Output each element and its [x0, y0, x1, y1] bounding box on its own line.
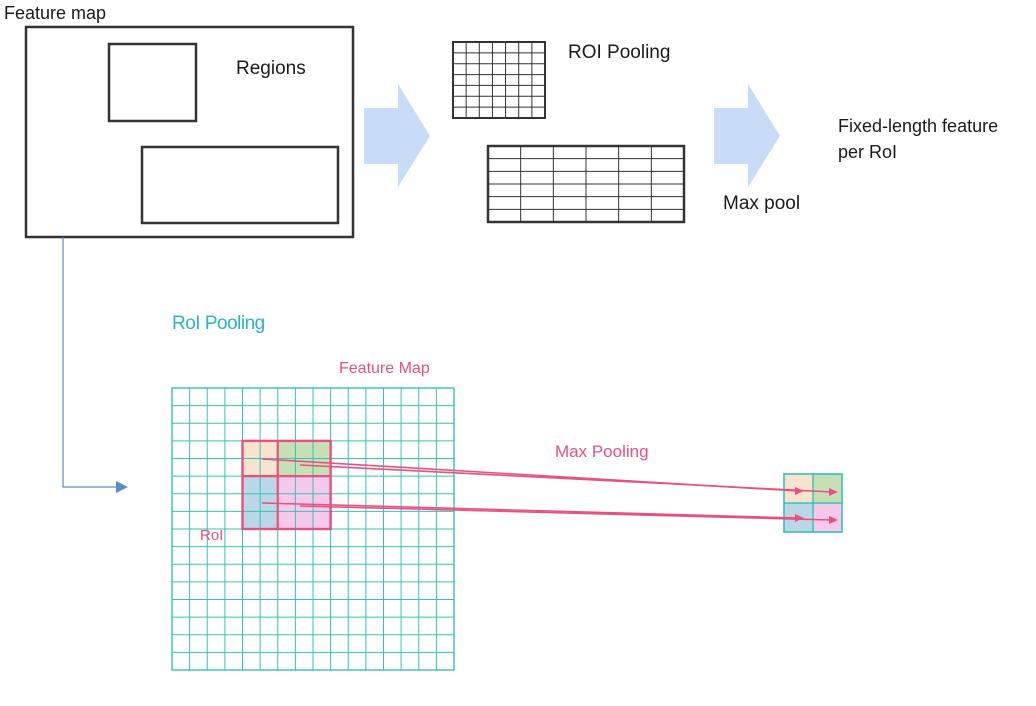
grid-border	[486, 144, 686, 224]
regions-label: Regions	[236, 58, 306, 79]
max-pool-label: Max pool	[723, 193, 801, 214]
region-box-small	[107, 42, 198, 123]
output-grid	[783, 473, 843, 533]
grid-border	[171, 387, 455, 671]
big-arrow-1	[364, 84, 430, 187]
fixed-length-feature-label: Fixed-length feature per RoI	[838, 113, 1036, 165]
output-cell-bottom-right	[813, 503, 842, 532]
roi-label: RoI	[200, 527, 224, 544]
region-box-wide	[140, 145, 340, 225]
fixed-length-line2: per RoI	[838, 142, 898, 162]
max-pooling-label: Max Pooling	[555, 442, 649, 461]
grid-border	[783, 473, 843, 533]
pool-arrowhead-3	[795, 514, 804, 522]
roi-cell-bottom-right	[277, 476, 331, 529]
fixed-length-line1: Fixed-length feature	[838, 116, 999, 136]
pool-arrow-3	[261, 502, 799, 519]
output-cell-top-left	[784, 474, 813, 503]
connector-arrowhead	[116, 481, 128, 493]
grid-border	[452, 41, 546, 119]
feature-map-pink-label: Feature Map	[339, 360, 430, 377]
output-cell-top-right	[813, 474, 842, 503]
feature-map-label: Feature map	[4, 3, 107, 23]
roi-colored-cells	[242, 440, 331, 529]
roi-pooling-grid-wide	[486, 144, 686, 224]
pool-arrowhead-2	[829, 488, 838, 496]
roi-pooling-label: ROI Pooling	[568, 42, 671, 63]
pool-arrowhead-4	[829, 516, 838, 524]
output-colored-cells	[784, 474, 842, 532]
big-arrow-2	[714, 84, 780, 187]
pool-arrowhead-1	[795, 487, 804, 495]
feature-map-box	[24, 25, 355, 239]
pool-arrow-4	[299, 505, 833, 521]
roi-outline	[241, 439, 332, 531]
max-pooling-arrows	[261, 458, 838, 524]
roi-pooling-title: RoI Pooling	[172, 313, 265, 334]
feature-map-grid	[171, 387, 455, 671]
roi-pooling-grid-small	[452, 41, 546, 119]
pool-arrow-2	[299, 464, 833, 493]
roi-box	[241, 439, 332, 531]
connector-line	[62, 237, 122, 488]
